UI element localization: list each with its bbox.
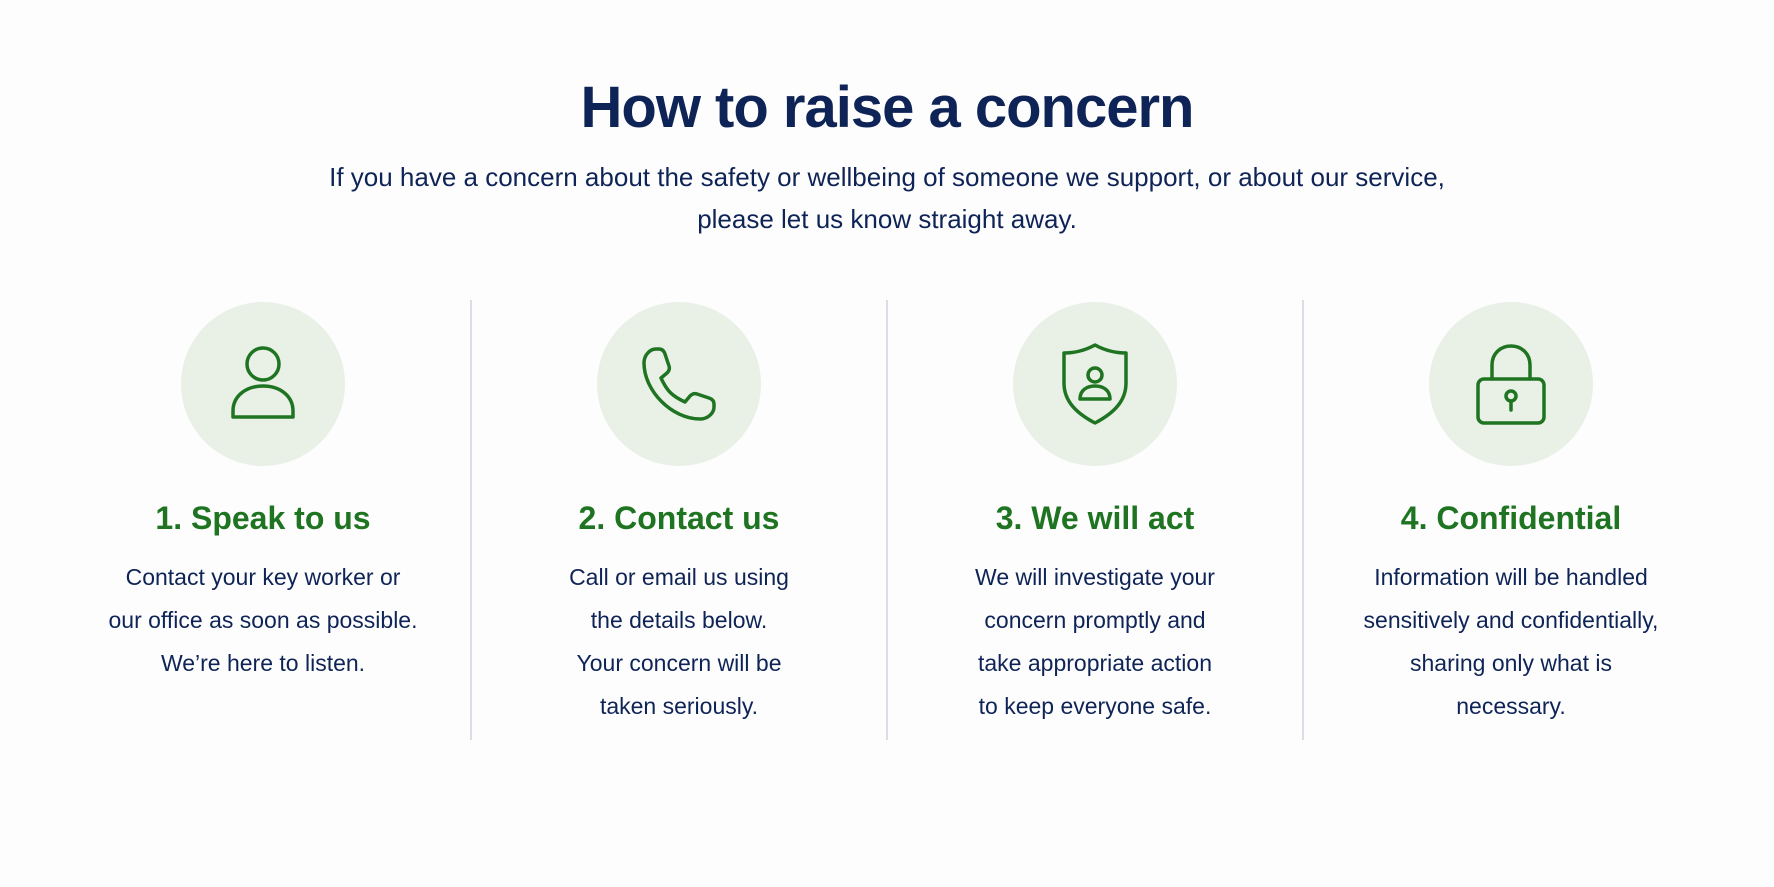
step-confidential: 4. Confidential Information will be hand… [1302, 300, 1718, 740]
step-title: 1. Speak to us [155, 500, 371, 536]
phone-icon [597, 302, 761, 466]
step-contact-us: 2. Contact us Call or email us using the… [470, 300, 886, 740]
step-description-line: Information will be handled [1374, 564, 1648, 590]
step-description-line: the details below. [590, 607, 768, 633]
step-description-line: to keep everyone safe. [978, 693, 1212, 719]
step-description-line: necessary. [1456, 693, 1566, 719]
subtitle-line-2: please let us know straight away. [697, 204, 1077, 234]
step-description-line: our office as soon as possible. [108, 607, 418, 633]
step-description-line: We will investigate your [975, 564, 1215, 590]
step-description: Call or email us using the details below… [509, 556, 849, 728]
step-description-line: concern promptly and [984, 607, 1206, 633]
step-speak-to-us: 1. Speak to us Contact your key worker o… [56, 300, 470, 740]
step-description-line: taken seriously. [599, 693, 759, 719]
step-title: 4. Confidential [1400, 500, 1622, 536]
step-description-line: sensitively and confidentially, [1363, 607, 1659, 633]
subtitle-line-1: If you have a concern about the safety o… [329, 162, 1445, 192]
step-description: We will investigate your concern promptl… [925, 556, 1265, 728]
step-description-line: Your concern will be [576, 650, 782, 676]
step-description-line: Contact your key worker or [125, 564, 401, 590]
step-description-line: Call or email us using [569, 564, 789, 590]
step-description-line: take appropriate action [978, 650, 1212, 676]
steps-row: 1. Speak to us Contact your key worker o… [56, 300, 1718, 740]
page-subtitle: If you have a concern about the safety o… [267, 142, 1507, 240]
shield-person-icon [1013, 302, 1177, 466]
step-title: 2. Contact us [578, 500, 780, 536]
step-description-line: sharing only what is [1410, 650, 1612, 676]
step-description: Contact your key worker or our office as… [93, 556, 433, 685]
header: How to raise a concern If you have a con… [0, 74, 1774, 240]
step-description-line: We’re here to listen. [160, 650, 366, 676]
page-title: How to raise a concern [580, 75, 1195, 140]
step-we-will-act: 3. We will act We will investigate your … [886, 300, 1302, 740]
step-title: 3. We will act [995, 500, 1195, 536]
padlock-icon [1429, 302, 1593, 466]
step-description: Information will be handled sensitively … [1341, 556, 1681, 728]
person-icon [181, 302, 345, 466]
